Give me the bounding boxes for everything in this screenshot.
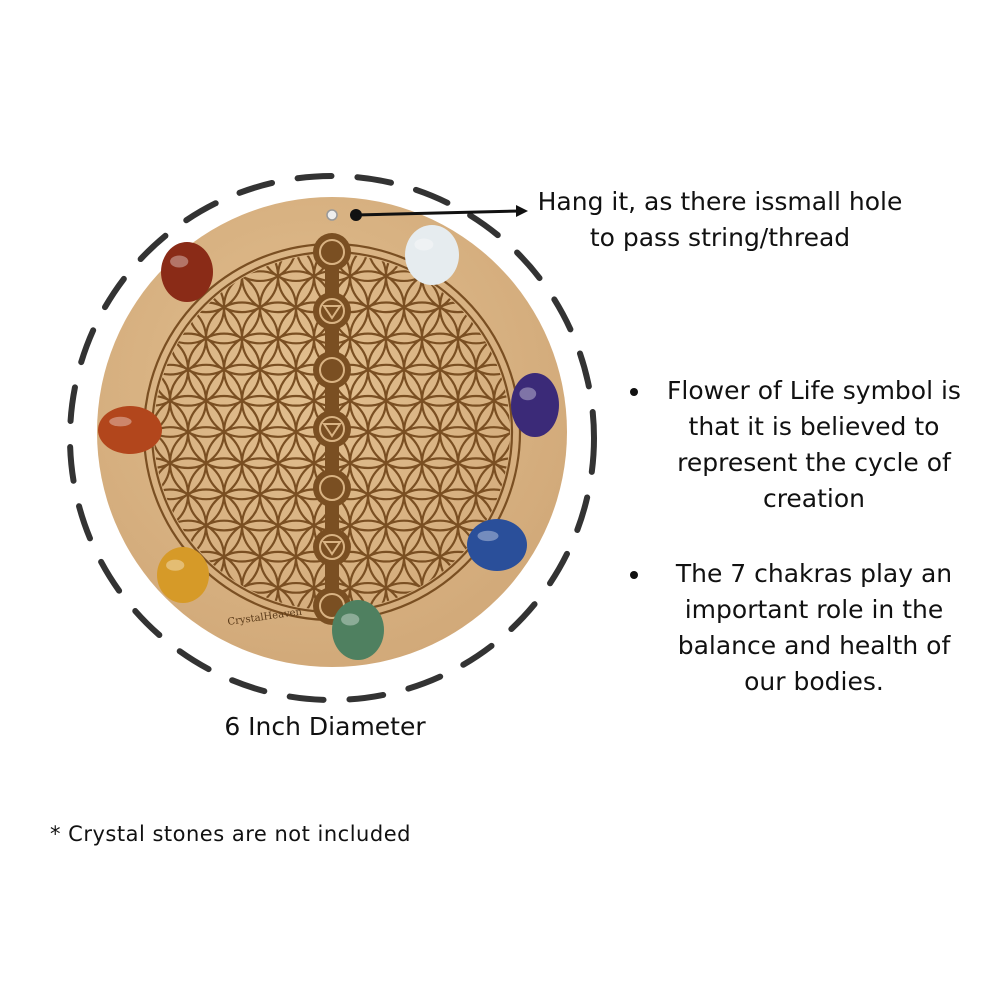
hang-arrow [350, 205, 528, 221]
bullet-icon [630, 571, 638, 579]
crystal-stone-amethyst [511, 373, 559, 437]
crystal-stone-lapis-lazuli [467, 519, 527, 571]
crystal-stone-yellow-aventurine [157, 547, 209, 603]
footnote: * Crystal stones are not included [50, 822, 411, 846]
diameter-label: 6 Inch Diameter [224, 712, 426, 741]
bullet-icon [630, 388, 638, 396]
chakra-symbol-icon [313, 528, 351, 566]
chakra-column [313, 233, 351, 625]
chakra-symbol-icon [313, 410, 351, 448]
bullet-flower-of-life: Flower of Life symbol is that it is beli… [630, 373, 970, 517]
chakra-symbol-icon [313, 233, 351, 271]
bullet-text: Flower of Life symbol is that it is beli… [667, 376, 961, 513]
dashed-outline [67, 173, 597, 703]
chakra-symbol-icon [313, 351, 351, 389]
chakra-symbol-icon [313, 292, 351, 330]
crystal-stone-carnelian [98, 406, 162, 454]
bullet-text: The 7 chakras play an important role in … [675, 559, 953, 696]
hang-callout: Hang it, as there issmall hole to pass s… [537, 187, 903, 252]
bullet-chakras: The 7 chakras play an important role in … [630, 556, 970, 700]
crystal-stone-green-aventurine [332, 600, 384, 660]
crystal-stone-red-jasper [161, 242, 213, 302]
chakra-symbol-icon [313, 469, 351, 507]
crystal-stone-clear-quartz [405, 225, 459, 285]
hanging-hole [326, 209, 338, 221]
